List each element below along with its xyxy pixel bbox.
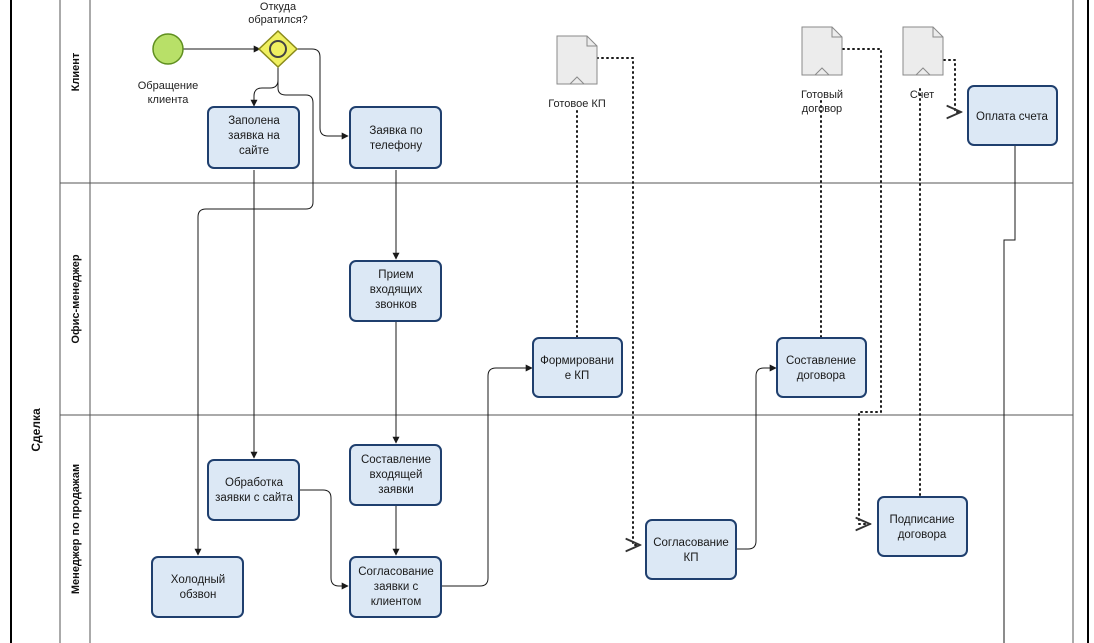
task-sign-contract[interactable]: Подписание договора [877,496,968,557]
task-incoming-calls-line2: входящих [370,284,423,296]
task-make-incoming[interactable]: Составление входящей заявки [349,444,442,506]
task-site-request-line1: Заполена [228,115,280,127]
document-kp-label: Готовое КП [548,98,606,110]
document-invoice-icon[interactable] [902,26,944,76]
task-incoming-calls-line1: Прием [378,269,413,281]
document-contract-label-line2: договор [802,103,842,115]
task-cold-call-line1: Холодный [171,574,225,586]
task-make-incoming-line3: заявки [378,484,413,496]
task-site-request-line3: сайте [239,145,269,157]
task-process-site-line2: заявки с сайта [215,492,293,504]
task-process-site-line1: Обработка [225,477,284,489]
flow-gateway-site [250,67,279,107]
task-form-kp[interactable]: Формировани е КП [532,337,623,398]
pool-title: Сделка [29,408,43,452]
lane-title-client: Клиент [70,52,82,91]
task-incoming-calls[interactable]: Прием входящих звонков [349,260,442,322]
task-cold-call-line2: обзвон [180,589,217,601]
associations [576,48,961,545]
document-invoice-label: Счет [910,89,934,101]
flow-agreekp-contract [737,364,777,550]
task-agree-client[interactable]: Согласование заявки с клиентом [349,556,442,618]
flow-gateway-phone [297,48,349,140]
task-phone-request-line1: Заявка по [369,125,422,137]
task-payment-line1: Оплата счета [976,111,1049,123]
task-agree-kp[interactable]: Согласование КП [645,519,737,580]
sequence-flows [183,45,1016,643]
task-cold-call[interactable]: Холодный обзвон [151,556,244,618]
lane-title-office: Офис-менеджер [70,254,82,343]
task-process-site[interactable]: Обработка заявки с сайта [207,459,300,521]
task-agree-client-line1: Согласование [358,566,434,578]
task-site-request[interactable]: Заполена заявка на сайте [207,106,300,169]
task-form-kp-line1: Формировани [540,355,614,367]
task-site-request-line2: заявка на [228,130,280,142]
task-agree-kp-line2: КП [684,552,699,564]
lane-title-sales: Менеджер по продажам [70,464,82,594]
gateway-label-line1: Откуда [260,1,297,13]
task-agree-client-line3: клиентом [371,596,422,608]
task-sign-contract-line2: договора [898,529,947,541]
task-incoming-calls-line3: звонков [375,299,417,311]
gateway-inclusive-marker [269,40,287,58]
gateway-diamond[interactable] [257,29,299,69]
flow-gateway-cold [194,67,314,556]
start-event-circle[interactable] [152,33,184,65]
task-sign-contract-line1: Подписание [889,514,954,526]
task-form-kp-line2: е КП [565,370,590,382]
task-payment[interactable]: Оплата счета [967,85,1058,146]
flow-process-agree [300,489,349,590]
assoc-kp-agree [596,57,640,545]
start-event-label-line2: клиента [148,94,190,106]
flow-agree-kp [442,364,533,587]
gateway-label-line2: обратился? [248,14,308,26]
assoc-invoice-pay [943,59,961,112]
task-phone-request-line2: телефону [370,140,422,152]
pool: Сделка Клиент Офис-менеджер Менеджер по … [10,0,1089,643]
task-make-incoming-line2: входящей [370,469,423,481]
start-event-label-line1: Обращение [138,80,198,92]
flow-payment-end [1003,146,1016,643]
assoc-contract-sign [842,48,882,524]
task-make-contract-line2: договора [797,370,846,382]
task-agree-client-line2: заявки с [374,581,419,593]
document-contract-icon[interactable] [801,26,843,76]
task-make-incoming-line1: Составление [361,454,431,466]
document-kp-icon[interactable] [556,35,598,85]
document-contract-label-line1: Готовый [801,89,843,101]
task-agree-kp-line1: Согласование [653,537,729,549]
task-make-contract-line1: Составление [786,355,856,367]
start-event[interactable] [152,33,184,65]
task-make-contract[interactable]: Составление договора [776,337,867,398]
gateway[interactable] [257,29,299,69]
task-phone-request[interactable]: Заявка по телефону [349,106,442,169]
